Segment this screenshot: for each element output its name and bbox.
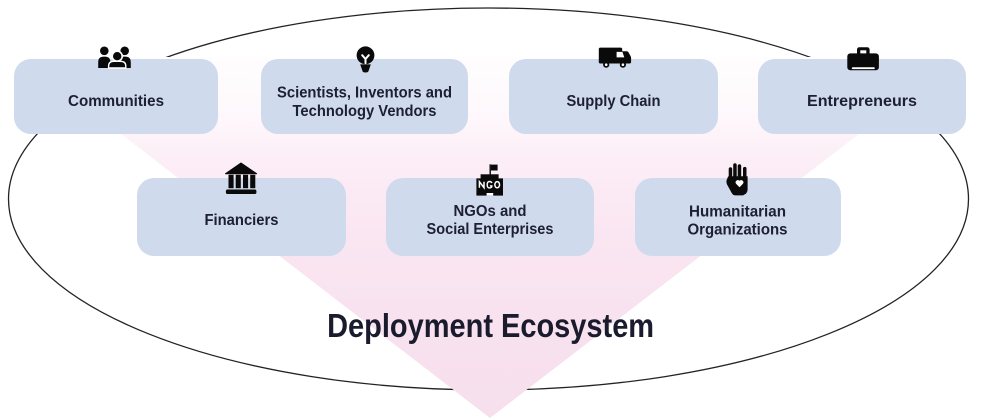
svg-text:Financiers: Financiers — [205, 212, 279, 229]
svg-text:Social Enterprises: Social Enterprises — [427, 221, 554, 238]
svg-text:Supply Chain: Supply Chain — [567, 93, 661, 110]
svg-text:Humanitarian: Humanitarian — [689, 203, 786, 220]
svg-text:Entrepreneurs: Entrepreneurs — [807, 93, 917, 110]
svg-text:Organizations: Organizations — [688, 221, 788, 238]
svg-text:Communities: Communities — [68, 93, 164, 110]
svg-text:NGOs and: NGOs and — [454, 203, 527, 220]
svg-text:Technology Vendors: Technology Vendors — [293, 103, 437, 120]
svg-text:Deployment Ecosystem: Deployment Ecosystem — [327, 308, 654, 345]
svg-text:Scientists, Inventors and: Scientists, Inventors and — [277, 85, 452, 102]
